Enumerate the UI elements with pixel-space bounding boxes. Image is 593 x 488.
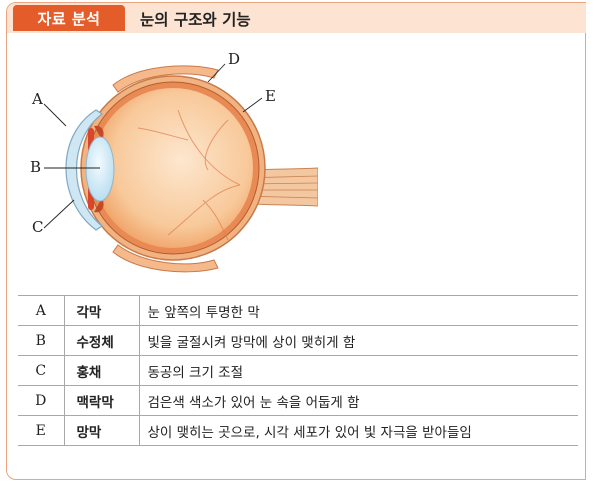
row-term: 각막: [64, 296, 139, 326]
label-e: E: [265, 87, 276, 105]
lens: [86, 137, 114, 201]
row-description: 상이 맺히는 곳으로, 시각 세포가 있어 빛 자극을 받아들임: [139, 416, 578, 446]
label-b: B: [30, 158, 41, 176]
row-description: 눈 앞쪽의 투명한 막: [139, 296, 578, 326]
table-row: C 홍채 동공의 크기 조절: [18, 356, 578, 386]
table-row: E 망막 상이 맺히는 곳으로, 시각 세포가 있어 빛 자극을 받아들임: [18, 416, 578, 446]
label-d: D: [228, 50, 240, 68]
row-term: 망막: [64, 416, 139, 446]
table-row: D 맥락막 검은색 색소가 있어 눈 속을 어둡게 함: [18, 386, 578, 416]
row-description: 빛을 굴절시켜 망막에 상이 맺히게 함: [139, 326, 578, 356]
eye-diagram: A B C D E: [18, 40, 318, 285]
structure-table: A 각막 눈 앞쪽의 투명한 막 B 수정체 빛을 굴절시켜 망막에 상이 맺히…: [18, 295, 578, 446]
table-row: A 각막 눈 앞쪽의 투명한 막: [18, 296, 578, 326]
section-tag: 자료 분석: [13, 5, 125, 31]
label-c: C: [32, 218, 43, 236]
label-a: A: [32, 90, 43, 108]
row-letter: C: [18, 356, 64, 386]
row-letter: A: [18, 296, 64, 326]
row-term: 맥락막: [64, 386, 139, 416]
table-row: B 수정체 빛을 굴절시켜 망막에 상이 맺히게 함: [18, 326, 578, 356]
row-letter: E: [18, 416, 64, 446]
eye-illustration: [18, 40, 318, 285]
row-letter: B: [18, 326, 64, 356]
row-description: 동공의 크기 조절: [139, 356, 578, 386]
row-description: 검은색 색소가 있어 눈 속을 어둡게 함: [139, 386, 578, 416]
page-title: 눈의 구조와 기능: [140, 8, 251, 30]
row-term: 홍채: [64, 356, 139, 386]
retina-interior: [93, 88, 253, 248]
row-term: 수정체: [64, 326, 139, 356]
row-letter: D: [18, 386, 64, 416]
